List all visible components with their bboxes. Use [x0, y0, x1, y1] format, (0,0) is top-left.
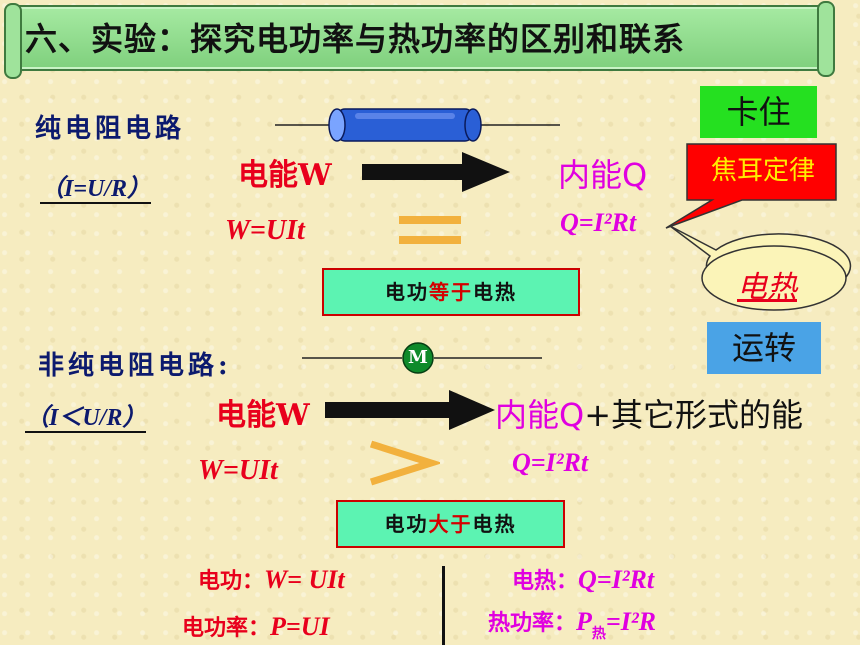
joule-callout-shape [665, 143, 837, 229]
nonpure-ohm-law: （I＜U/R） [25, 397, 200, 433]
summary-heat-power: 热功率：P热=I²R [488, 605, 656, 642]
pure-arrow-icon [362, 152, 510, 192]
pure-energy-out: 内能Q [558, 156, 648, 194]
joule-law-label: 焦耳定律 [710, 156, 815, 186]
page-title: 六、实验：探究电功率与热功率的区别和联系 [25, 20, 686, 58]
summary-heat-power-sub: 热 [591, 626, 606, 642]
nonpure-energy-out-a: 内能Q [495, 396, 585, 434]
summary-work: 电功：W= UIt [198, 563, 345, 595]
nonpure-energy-in: 电能W [216, 398, 310, 433]
summary-heat: 电热：Q=I²Rt [512, 563, 654, 595]
note-stuck: 卡住 [700, 86, 817, 138]
nonpure-relation-suffix: 电热 [472, 512, 517, 536]
summary-heat-power-label: 热功率： [488, 610, 577, 636]
summary-heat-power-p: P [576, 607, 592, 636]
scroll-curl-left [4, 3, 22, 79]
summary-power-label: 电功率： [182, 615, 271, 641]
pure-relation-prefix: 电功 [385, 280, 429, 304]
pure-ohm-text: （I=U/R） [40, 176, 152, 204]
pure-energy-in: 电能W [238, 158, 332, 193]
nonpure-q-formula: Q=I²Rt [512, 448, 589, 477]
summary-work-label: 电功： [198, 568, 265, 594]
summary-divider [442, 566, 445, 645]
summary-heat-formula: Q=I²Rt [578, 565, 655, 594]
nonpure-relation-box: 电功大于电热 [336, 500, 565, 548]
title-banner [4, 1, 835, 79]
greater-than-icon [369, 440, 440, 486]
motor-label: M [408, 347, 428, 368]
heat-bubble-shape [669, 225, 852, 311]
nonpure-ohm-text: （I＜U/R） [25, 405, 147, 433]
pure-relation-box: 电功等于电热 [322, 268, 580, 316]
nonpure-energy-out: 内能Q+其它形式的能 [495, 390, 803, 436]
nonpure-relation-prefix: 电功 [384, 512, 429, 536]
summary-power: 电功率：P=UI [182, 610, 330, 642]
pure-ohm-law: （I=U/R） [40, 168, 192, 204]
scroll-curl-right [817, 1, 835, 77]
pure-circuit-label: 纯电阻电路 [35, 114, 186, 144]
summary-work-formula: W= UIt [264, 565, 345, 594]
nonpure-circuit-label: 非纯电阻电路: [38, 351, 232, 381]
resistor-icon [275, 108, 560, 142]
equals-sign-icon [399, 216, 461, 244]
summary-heat-label: 电热： [512, 568, 579, 594]
pure-relation-suffix: 电热 [473, 280, 517, 304]
pure-w-formula: W=UIt [225, 215, 305, 246]
nonpure-energy-out-b: +其它形式的能 [584, 396, 804, 434]
nonpure-relation-mid: 大于 [428, 512, 473, 536]
summary-heat-power-formula: =I²R [605, 607, 656, 636]
nonpure-w-formula: W=UIt [198, 455, 278, 486]
nonpure-arrow-icon [325, 390, 495, 430]
summary-power-formula: P=UI [270, 612, 330, 641]
pure-relation-mid: 等于 [429, 280, 473, 304]
note-running: 运转 [707, 322, 821, 374]
pure-q-formula: Q=I²Rt [560, 208, 637, 237]
motor-icon [302, 342, 542, 374]
heat-bubble-label: 电热 [737, 270, 797, 305]
